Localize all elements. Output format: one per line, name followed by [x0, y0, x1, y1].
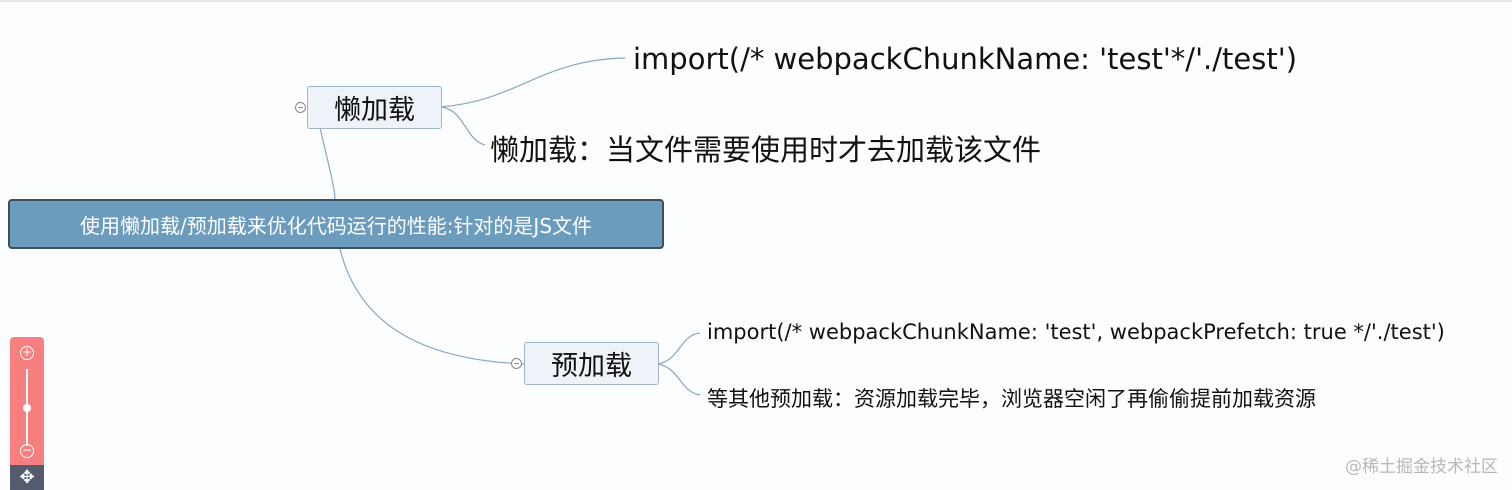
- root-node[interactable]: 使用懒加载/预加载来优化代码运行的性能:针对的是JS文件: [8, 199, 664, 249]
- node-label: 懒加载: [334, 95, 415, 126]
- root-label: 使用懒加载/预加载来优化代码运行的性能:针对的是JS文件: [79, 213, 593, 238]
- top-border: [0, 0, 1512, 2]
- watermark: @稀土掘金技术社区: [1345, 457, 1498, 477]
- node-prefetch[interactable]: 预加载: [524, 342, 659, 385]
- leaf-lazy-desc[interactable]: 懒加载：当文件需要使用时才去加载该文件: [490, 133, 1042, 167]
- zoom-slider-handle[interactable]: [23, 403, 31, 412]
- collapse-toggle-prefetch[interactable]: [511, 358, 522, 369]
- zoom-in-icon[interactable]: +: [20, 345, 34, 360]
- leaf-prefetch-desc[interactable]: 等其他预加载：资源加载完毕，浏览器空闲了再偷偷提前加载资源: [707, 387, 1316, 411]
- zoom-out-icon[interactable]: −: [20, 443, 34, 458]
- node-label: 预加载: [551, 351, 632, 382]
- node-lazy-load[interactable]: 懒加载: [307, 86, 442, 129]
- collapse-toggle-lazy[interactable]: [295, 102, 306, 113]
- move-icon[interactable]: ✥: [10, 465, 44, 490]
- leaf-lazy-import[interactable]: import(/* webpackChunkName: 'test'*/'./t…: [633, 42, 1298, 76]
- zoom-control: + −: [10, 337, 44, 465]
- leaf-prefetch-import[interactable]: import(/* webpackChunkName: 'test', webp…: [707, 320, 1445, 344]
